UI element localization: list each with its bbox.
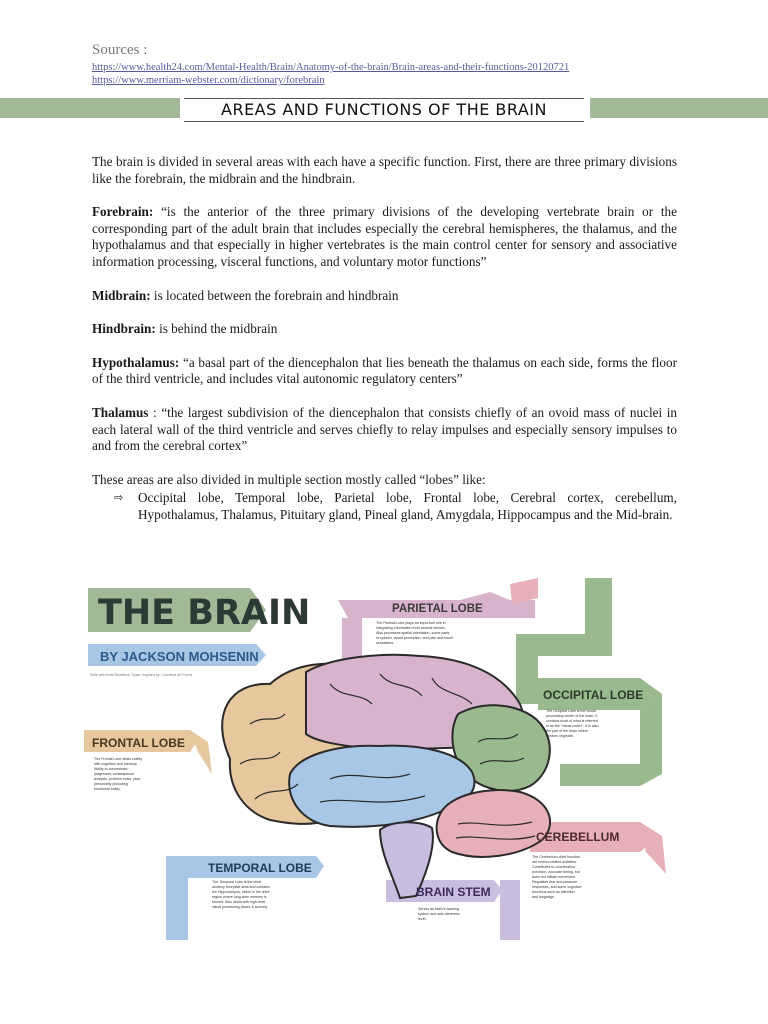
thalamus-term: Thalamus: [92, 404, 149, 420]
parietal-desc-line: The Parietal Lobe plays an important rol…: [376, 621, 446, 625]
body-text: The brain is divided in several areas wi…: [92, 154, 677, 541]
occipital-ribbon: [510, 578, 662, 786]
infographic-title-banner: THE BRAIN: [88, 588, 310, 633]
label-cerebellum: CEREBELLUM: [536, 830, 619, 844]
hypothalamus-definition: “a basal part of the diencephalon that l…: [92, 354, 677, 387]
brain-illustration: [221, 653, 552, 900]
infographic-author-banner: BY JACKSON MOHSENIN: [88, 644, 266, 666]
occipital-desc-line: to as the "visual cortex". It is also: [546, 724, 599, 728]
temporal-desc-line: the Hippocampus, which is the chief: [212, 890, 269, 894]
midbrain-paragraph: Midbrain: is located between the forebra…: [92, 288, 677, 305]
thalamus-definition: : “the largest subdivision of the dience…: [92, 404, 677, 454]
brain-stem-shape: [378, 821, 434, 900]
cerebellum-shape: [435, 789, 552, 858]
occipital-desc-line: contains most of what is referred: [546, 719, 598, 723]
cerebellum-desc-line: precision, accurate timing, but: [532, 870, 580, 874]
source-link-merriam-webster[interactable]: https://www.merriam-webster.com/dictiona…: [92, 75, 325, 86]
occipital-desc-line: the part of the brain where: [546, 729, 588, 733]
temporal-desc-line: visual processing (faces & scenes).: [212, 905, 268, 909]
cerebellum-desc-line: Contributes to coordination,: [532, 865, 576, 869]
page-title: AREAS AND FUNCTIONS OF THE BRAIN: [221, 100, 547, 119]
forebrain-definition: “is the anterior of the three primary di…: [92, 204, 677, 269]
arrow-right-icon: ⇨: [114, 491, 124, 505]
hindbrain-paragraph: Hindbrain: is behind the midbrain: [92, 321, 677, 338]
cerebellum-desc-line: does not initiate movement.: [532, 875, 576, 879]
cerebellum-desc-line: functions such as attention: [532, 890, 575, 894]
hindbrain-term: Hindbrain:: [92, 321, 156, 337]
cerebellum-desc-line: Regulates fear and pleasure: [532, 880, 577, 884]
temporal-desc-line: auditory receptive area and contains: [212, 885, 270, 889]
occipital-desc-line: processing center of the brain. It: [546, 714, 597, 718]
brainstem-desc-line: system and sets alertness: [418, 912, 460, 916]
title-box: AREAS AND FUNCTIONS OF THE BRAIN: [184, 98, 584, 122]
source-link-health24[interactable]: https://www.health24.com/Mental-Health/B…: [92, 62, 570, 73]
temporal-desc-line: region where long-term memory is: [212, 895, 267, 899]
sources-title: Sources :: [92, 42, 148, 58]
temporal-ribbon: [166, 856, 324, 940]
temporal-desc-line: formed. Also deals with high-level: [212, 900, 266, 904]
frontal-desc-line: personality (including: [94, 782, 128, 786]
occipital-desc-line: dreams originate.: [546, 734, 574, 738]
label-parietal-lobe: PARIETAL LOBE: [392, 603, 483, 615]
cerebellum-desc-line: responses, and some cognitive: [532, 885, 582, 889]
forebrain-term: Forebrain:: [92, 204, 154, 220]
cerebellum-desc-line: and language.: [532, 895, 555, 899]
midbrain-definition: is located between the forebrain and hin…: [150, 287, 399, 303]
title-band-left: [0, 98, 180, 118]
frontal-desc-line: judgement, consequence: [93, 772, 134, 776]
intro-paragraph: The brain is divided in several areas wi…: [92, 154, 677, 186]
lobes-intro-paragraph: These areas are also divided in multiple…: [92, 471, 486, 487]
frontal-desc-line: The Frontal Lobe deals chiefly: [94, 757, 142, 761]
cerebellum-ribbon: [530, 822, 666, 874]
parietal-desc-line: Also processes spatial orientation, some…: [376, 631, 450, 635]
hindbrain-definition: is behind the midbrain: [155, 321, 278, 337]
infographic-credit: Slide with fonts Bevelless, Spain. Inspi…: [90, 673, 193, 677]
lobes-list-text: Occipital lobe, Temporal lobe, Parietal …: [138, 490, 677, 522]
thalamus-paragraph: Thalamus : “the largest subdivision of t…: [92, 405, 677, 455]
frontal-desc-line: Ability to concentrate,: [94, 767, 128, 771]
midbrain-term: Midbrain:: [92, 287, 151, 303]
cerebellum-desc-line: The Cerebellum chief function: [532, 855, 580, 859]
cerebellum-desc-line: are motion-related activities.: [532, 860, 577, 864]
parietal-desc-line: of speech, visual perception, and pain a…: [376, 636, 453, 640]
brain-infographic: THE BRAIN BY JACKSON MOHSENIN Slide with…: [80, 574, 680, 944]
label-frontal-lobe: FRONTAL LOBE: [92, 736, 185, 750]
infographic-author: BY JACKSON MOHSENIN: [100, 649, 259, 664]
brain-infographic-svg: THE BRAIN BY JACKSON MOHSENIN Slide with…: [84, 578, 666, 940]
occipital-desc-line: The Occipital Lobe is the visual: [546, 709, 596, 713]
brainstem-desc-line: level.: [418, 917, 426, 921]
title-band-right: [590, 98, 768, 118]
forebrain-paragraph: Forebrain: “is the anterior of the three…: [92, 204, 677, 270]
frontal-desc-line: analysis, problem solve, plan,: [94, 777, 141, 781]
sources-block: Sources : https://www.health24.com/Menta…: [92, 42, 712, 87]
label-occipital-lobe: OCCIPITAL LOBE: [543, 688, 643, 702]
frontal-desc-line: emotional traits).: [94, 787, 121, 791]
lobes-list-item: ⇨ Occipital lobe, Temporal lobe, Parietal…: [92, 490, 677, 523]
title-band: AREAS AND FUNCTIONS OF THE BRAIN: [0, 98, 768, 122]
parietal-desc-line: integrating information from several sen…: [376, 626, 446, 630]
temporal-desc-line: The Temporal Lobe is the chief: [212, 880, 261, 884]
hypothalamus-paragraph: Hypothalamus: “a basal part of the dienc…: [92, 355, 677, 388]
parietal-desc-line: sensations.: [376, 641, 394, 645]
brainstem-desc-line: Serves as brain's warning: [418, 907, 459, 911]
infographic-title: THE BRAIN: [98, 593, 310, 633]
frontal-desc-line: with cognition and memory.: [94, 762, 137, 766]
frontal-ribbon: [84, 730, 212, 774]
label-brain-stem: BRAIN STEM: [416, 885, 491, 899]
hypothalamus-term: Hypothalamus:: [92, 354, 180, 370]
label-temporal-lobe: TEMPORAL LOBE: [208, 861, 312, 875]
